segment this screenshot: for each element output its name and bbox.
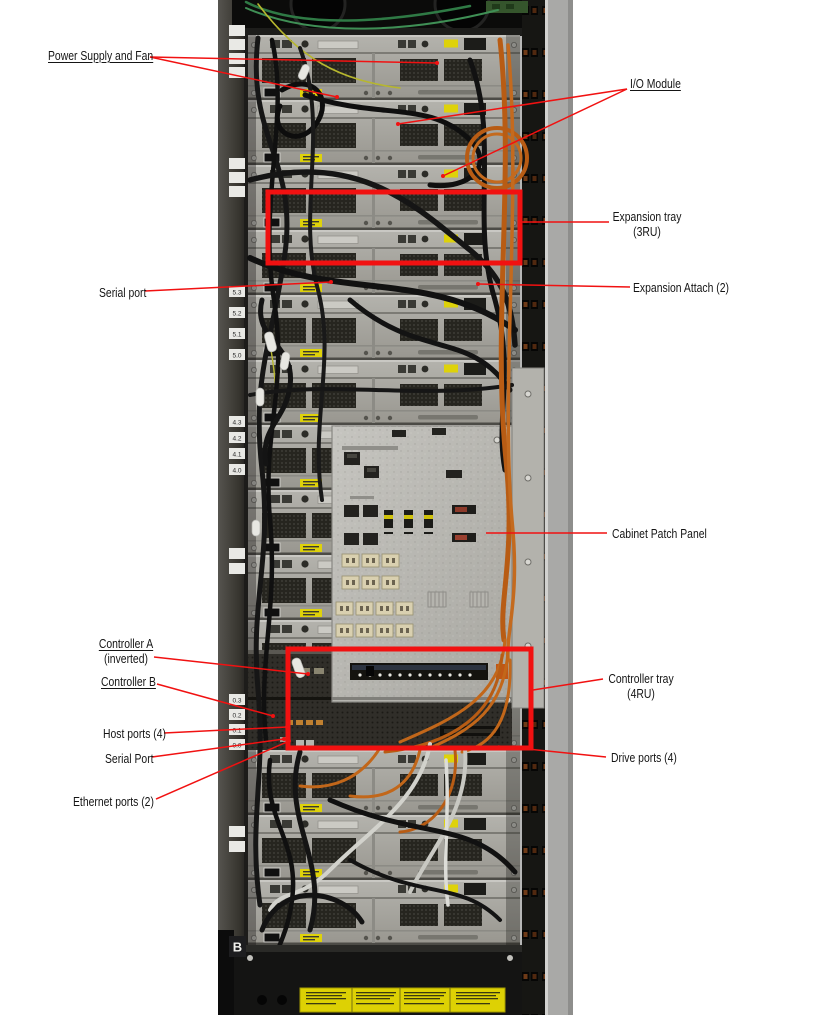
label-power-supply-and-fan: Power Supply and Fan bbox=[48, 48, 154, 63]
patch-panel-ethernet-jacks bbox=[344, 452, 379, 545]
label-controller-tray-line1: Controller tray bbox=[608, 671, 674, 686]
controller-a-connector bbox=[300, 668, 310, 674]
rack-base-pdu bbox=[218, 930, 522, 1015]
expansion-tray-highlight-box bbox=[265, 189, 523, 266]
label-controller-b: Controller B bbox=[101, 674, 156, 689]
rack-frame bbox=[218, 0, 573, 1015]
label-expansion-tray: Expansion tray (3RU) bbox=[601, 209, 692, 239]
leader-dots bbox=[271, 61, 480, 743]
cabinet-patch-panel bbox=[331, 367, 545, 709]
rail-label: 5.3 bbox=[232, 290, 241, 297]
patch-panel-heading-mark bbox=[342, 446, 398, 450]
label-controller-a-line1: Controller A bbox=[98, 636, 154, 651]
svg-text:4.3: 4.3 bbox=[232, 420, 241, 427]
label-controller-tray: Controller tray (4RU) bbox=[595, 671, 686, 701]
annotation-overlay bbox=[144, 56, 631, 800]
rack-top-fan-panel bbox=[232, 0, 528, 36]
svg-text:0.2: 0.2 bbox=[232, 713, 241, 720]
svg-text:5.0: 5.0 bbox=[232, 353, 241, 360]
warning-label bbox=[299, 987, 506, 1013]
svg-text:4.0: 4.0 bbox=[232, 468, 241, 475]
ethernet-port bbox=[296, 740, 304, 746]
label-expansion-attach: Expansion Attach (2) bbox=[633, 280, 729, 295]
patch-panel-sfp-slots bbox=[384, 510, 433, 534]
label-serial-port-top: Serial port bbox=[99, 285, 147, 300]
label-host-ports: Host ports (4) bbox=[103, 726, 166, 741]
label-expansion-tray-line1: Expansion tray bbox=[612, 209, 682, 224]
label-io-module: I/O Module bbox=[630, 76, 681, 91]
svg-text:4.2: 4.2 bbox=[232, 436, 241, 443]
svg-text:5.2: 5.2 bbox=[232, 311, 241, 318]
cabling bbox=[244, 0, 529, 1013]
svg-text:0.3: 0.3 bbox=[232, 698, 241, 705]
label-cabinet-patch-panel: Cabinet Patch Panel bbox=[612, 526, 707, 541]
patch-panel-bracket bbox=[511, 367, 545, 709]
label-drive-ports: Drive ports (4) bbox=[611, 750, 677, 765]
svg-text:4.1: 4.1 bbox=[232, 452, 241, 459]
label-controller-tray-line2: (4RU) bbox=[627, 686, 655, 701]
controller-tray-highlight-box bbox=[285, 646, 534, 751]
rack-side-marker: B bbox=[233, 940, 242, 955]
svg-text:5.1: 5.1 bbox=[232, 332, 241, 339]
label-ethernet-ports: Ethernet ports (2) bbox=[73, 794, 154, 809]
label-serial-port-bottom: Serial Port bbox=[105, 751, 154, 766]
leader-lines bbox=[144, 56, 631, 800]
label-expansion-tray-line2: (3RU) bbox=[633, 224, 661, 239]
rack-rail-left bbox=[218, 0, 248, 1015]
patch-panel-fiber-adapters bbox=[335, 553, 414, 638]
svg-text:0.1: 0.1 bbox=[232, 728, 241, 735]
label-controller-a-line2: (inverted) bbox=[104, 651, 148, 666]
patch-panel-indicator-strip bbox=[350, 663, 508, 680]
label-controller-a: Controller A (inverted) bbox=[80, 636, 171, 666]
